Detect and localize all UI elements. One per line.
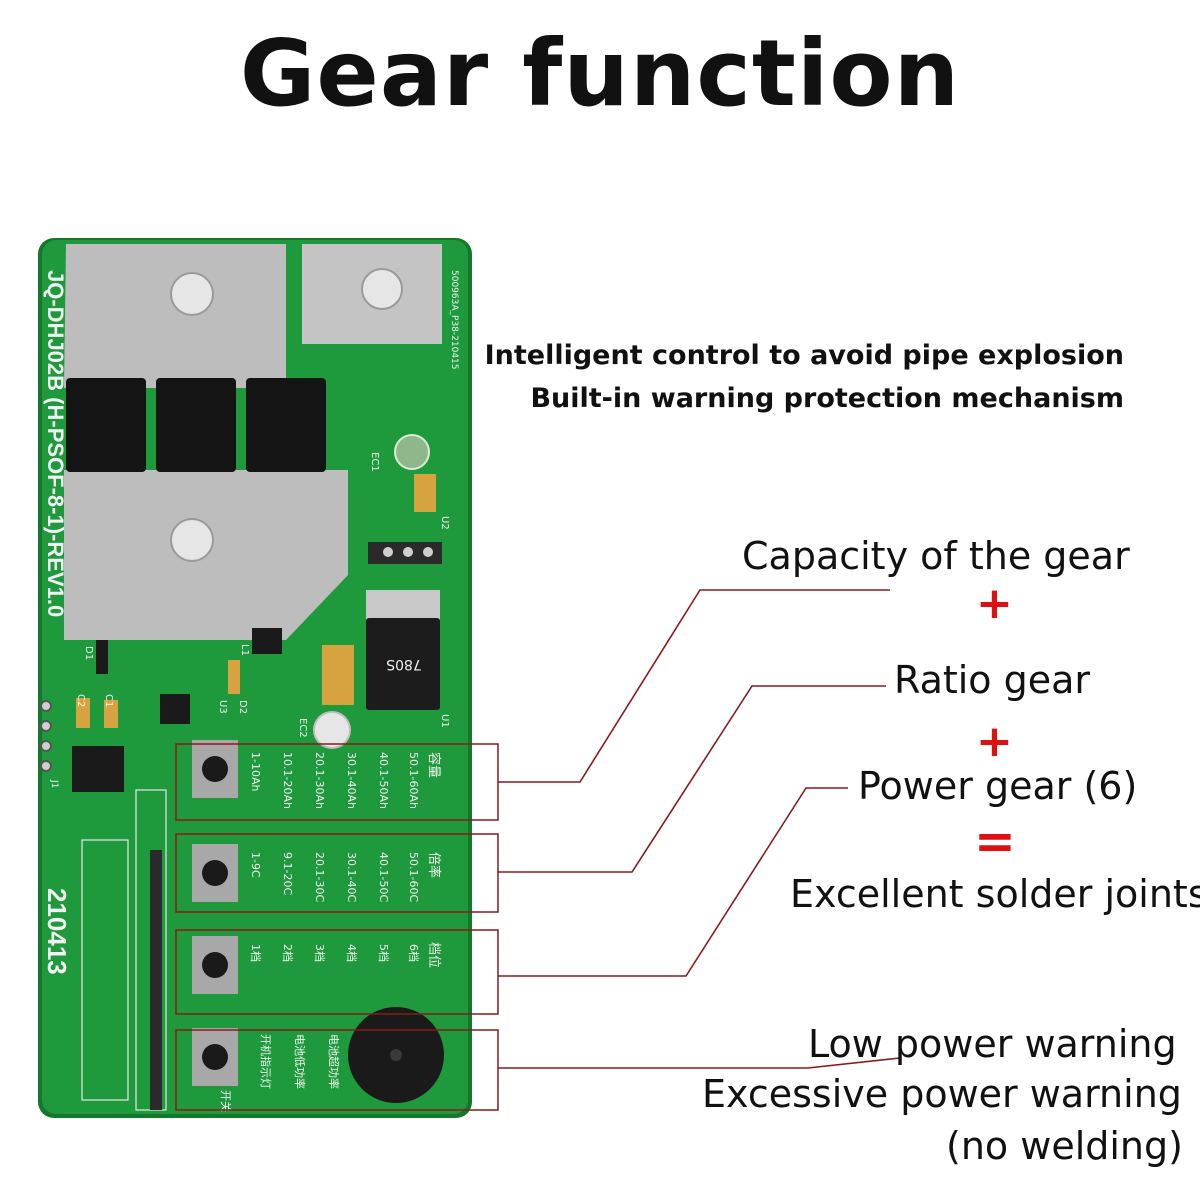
capacity-value-1: 1-10Ah xyxy=(249,752,262,791)
diode-d2 xyxy=(228,660,240,694)
ratio-value-6: 50.1-60C xyxy=(407,852,420,902)
label-u2: U2 xyxy=(439,516,450,530)
warning-value-3: 电池超功率 xyxy=(327,1034,341,1089)
label-ratio-gear: Ratio gear xyxy=(894,658,1091,702)
ratio-value-3: 20.1-30C xyxy=(313,852,326,902)
cap-c2 xyxy=(76,698,90,728)
label-j1: J1 xyxy=(49,779,59,788)
label-excessive-power: Excessive power warning xyxy=(702,1072,1182,1116)
callout-ratio xyxy=(498,685,886,873)
capacitor-ec2 xyxy=(313,711,351,749)
callout-warning xyxy=(498,1057,901,1069)
label-u1: U1 xyxy=(439,714,450,728)
power-value-3: 3档 xyxy=(313,944,327,962)
tagline-2: Built-in warning protection mechanism xyxy=(530,383,1124,414)
ic-u3 xyxy=(160,694,190,724)
board-model: JQ-DHJ02B (H-PSOF-8-1)-REV1.0 xyxy=(43,270,68,617)
mount-hole-3 xyxy=(170,518,214,562)
smd-caps xyxy=(414,474,436,512)
mosfet-3 xyxy=(246,378,326,472)
capacity-value-2: 10.1-20Ah xyxy=(281,752,294,809)
pin-j1-1 xyxy=(40,700,52,712)
capacity-value-4: 30.1-40Ah xyxy=(345,752,358,809)
label-d2: D2 xyxy=(237,700,248,714)
power-pad-top xyxy=(64,244,286,388)
label-capacity-gear: Capacity of the gear xyxy=(742,534,1130,578)
capacity-heading: 容量 xyxy=(426,752,442,778)
capacity-value-5: 40.1-50Ah xyxy=(377,752,390,809)
capacity-value-6: 50.1-60Ah xyxy=(407,752,420,809)
highlight-power xyxy=(175,929,499,1015)
board-top-code: 500963A_P38-210415 xyxy=(449,270,459,370)
label-d1: D1 xyxy=(83,646,94,660)
label-l1: L1 xyxy=(239,644,250,656)
label-no-welding: (no welding) xyxy=(946,1124,1183,1168)
power-value-2: 2档 xyxy=(281,944,295,962)
capacity-values: 1-10Ah 10.1-20Ah 20.1-30Ah 30.1-40Ah 40.1-50… xyxy=(249,752,420,809)
button-switch xyxy=(192,1028,238,1086)
power-value-6: 6档 xyxy=(407,944,421,962)
button-capacity xyxy=(192,740,238,798)
page-title: Gear function xyxy=(239,20,961,127)
pcb-board xyxy=(42,240,468,1114)
diode-d1 xyxy=(96,640,108,674)
warning-value-2: 电池低功率 xyxy=(293,1034,307,1089)
regulator-780s xyxy=(366,618,440,710)
inductor-l1 xyxy=(252,628,282,654)
power-values: 1档 2档 3档 4档 5档 6档 xyxy=(249,944,421,962)
switch-label: 开关 xyxy=(219,1090,233,1112)
label-result: Excellent solder joints xyxy=(790,872,1200,916)
power-value-5: 5档 xyxy=(377,944,391,962)
ratio-value-5: 40.1-50C xyxy=(377,852,390,902)
label-low-power: Low power warning xyxy=(808,1022,1177,1066)
label-ec1: EC1 xyxy=(369,452,380,472)
label-c2: C2 xyxy=(75,694,86,707)
regulator-tab xyxy=(366,590,440,620)
highlight-ratio xyxy=(175,833,499,913)
button-power xyxy=(192,936,238,994)
power-value-1: 1档 xyxy=(249,944,263,962)
pin-j1-3 xyxy=(40,740,52,752)
board-date: 210413 xyxy=(42,888,72,975)
callout-power xyxy=(498,787,848,977)
callout-capacity xyxy=(498,589,890,783)
highlight-warning xyxy=(175,1029,499,1111)
ratio-value-1: 1-9C xyxy=(249,852,262,878)
label-power-gear: Power gear (6) xyxy=(858,764,1138,808)
ratio-heading: 倍率 xyxy=(426,852,442,878)
operator-plus-1: + xyxy=(976,578,1013,629)
operator-equals: = xyxy=(974,812,1016,870)
ratio-value-2: 9.1-20C xyxy=(281,852,294,895)
ratio-value-4: 30.1-40C xyxy=(345,852,358,902)
pin-j1-4 xyxy=(40,760,52,772)
power-value-4: 4档 xyxy=(345,944,359,962)
label-u3: U3 xyxy=(217,700,228,714)
mosfet-2 xyxy=(156,378,236,472)
mosfet-1 xyxy=(66,378,146,472)
label-ec2: EC2 xyxy=(297,718,308,738)
capacitor-ec1 xyxy=(394,434,430,470)
button-ratio xyxy=(192,844,238,902)
led-column xyxy=(150,850,162,1110)
power-heading: 档位 xyxy=(426,942,441,968)
capacity-value-3: 20.1-30Ah xyxy=(313,752,326,809)
mount-hole-1 xyxy=(170,272,214,316)
warning-values: 开机指示灯 电池低功率 电池超功率 xyxy=(259,1034,341,1089)
label-c1: C1 xyxy=(103,694,114,707)
pin-j1-2 xyxy=(40,720,52,732)
mcu-chip xyxy=(72,746,124,792)
regulator-text: 780S xyxy=(386,656,422,672)
warning-value-1: 开机指示灯 xyxy=(259,1034,273,1089)
tagline-1: Intelligent control to avoid pipe explos… xyxy=(484,340,1124,371)
smd-resistor-block xyxy=(322,645,354,705)
mount-hole-2 xyxy=(361,268,403,310)
cap-c1 xyxy=(104,700,118,728)
operator-plus-2: + xyxy=(976,716,1013,767)
ratio-values: 1-9C 9.1-20C 20.1-30C 30.1-40C 40.1-50C 50.1-… xyxy=(249,852,420,902)
